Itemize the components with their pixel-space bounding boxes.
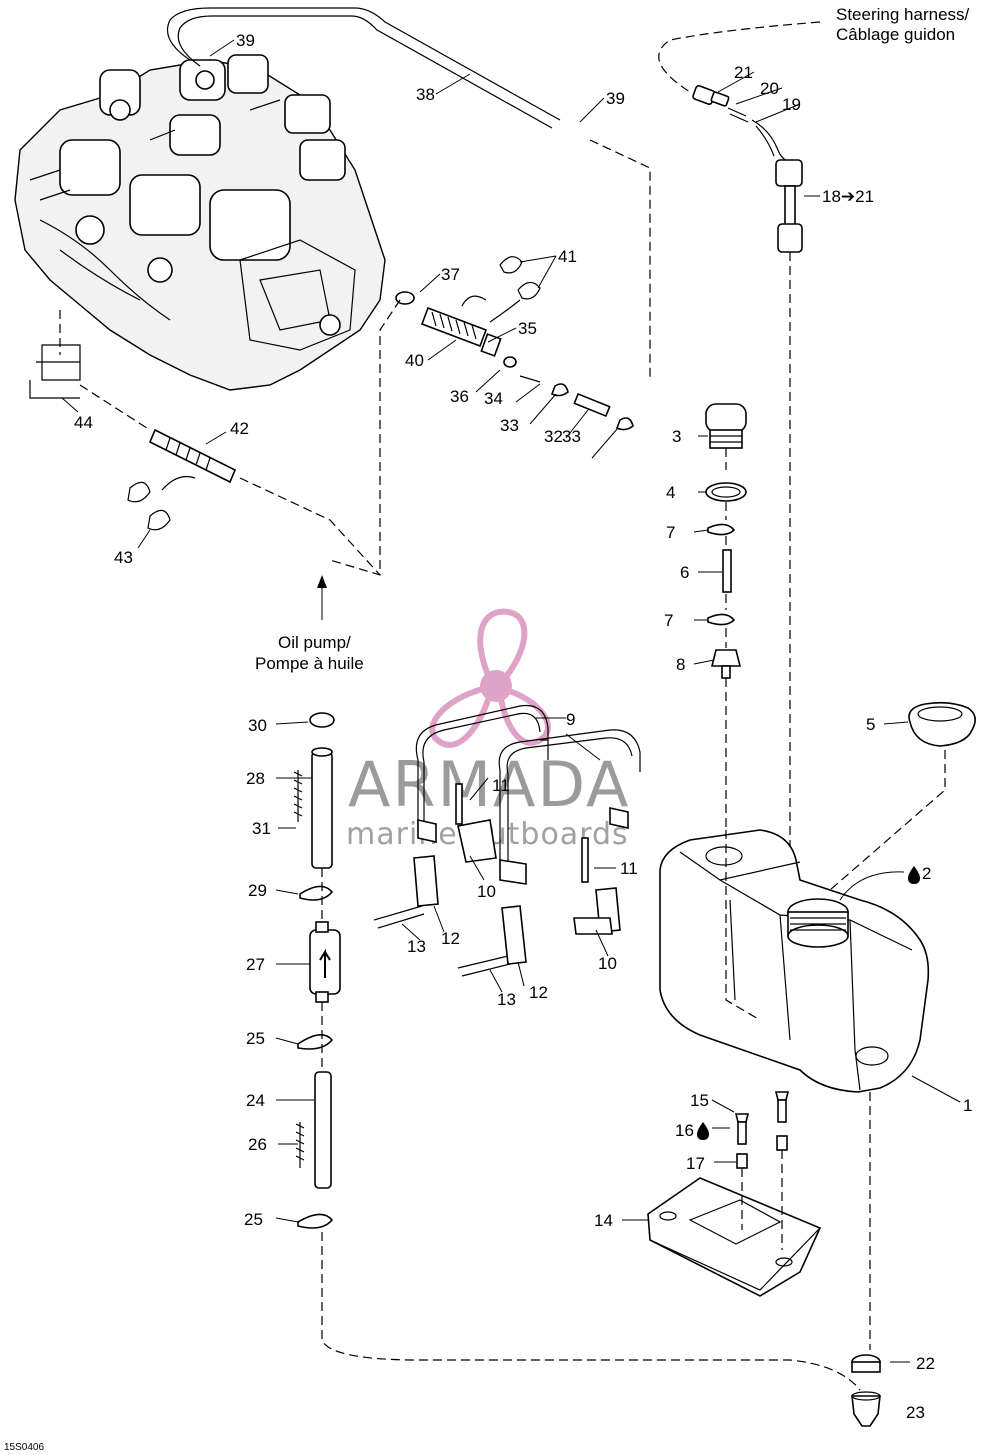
drawing-code: 15S0406 — [4, 1442, 44, 1453]
callout-17: 17 — [686, 1154, 705, 1173]
callout-1: 1 — [963, 1096, 972, 1115]
callout-33-left: 33 — [500, 416, 519, 435]
tank-mounting-pad — [647, 1091, 822, 1297]
callout-25-lower: 25 — [244, 1210, 263, 1229]
watermark-brand: ARMADA — [348, 748, 630, 821]
callout-12-right: 12 — [529, 983, 548, 1002]
callout-30: 30 — [248, 716, 267, 735]
callout-24: 24 — [246, 1091, 265, 1110]
callout-40: 40 — [405, 351, 424, 370]
callout-43: 43 — [114, 548, 133, 567]
hose-group-left — [29, 310, 381, 576]
tank-outlet-fitting — [851, 1354, 881, 1427]
callout-labels: 1 2 3 4 5 6 7 7 8 9 10 10 11 11 12 12 13… — [74, 31, 972, 1422]
callout-31: 31 — [252, 819, 271, 838]
callout-23: 23 — [906, 1403, 925, 1422]
callout-8: 8 — [676, 655, 685, 674]
oil-pump-caption-en: Oil pump/ — [278, 633, 351, 652]
callout-3: 3 — [672, 427, 681, 446]
oil-tank — [659, 829, 930, 1350]
callout-42: 42 — [230, 419, 249, 438]
callout-14: 14 — [594, 1211, 613, 1230]
callout-11-left: 11 — [492, 776, 510, 795]
oil-level-sensor-assembly — [658, 21, 821, 880]
callout-12-left: 12 — [441, 929, 460, 948]
callout-28: 28 — [246, 769, 265, 788]
callout-35: 35 — [518, 319, 537, 338]
callout-7-upper: 7 — [666, 523, 675, 542]
engine-illustration — [14, 54, 386, 391]
callout-21: 21 — [734, 63, 753, 82]
vent-hose-38 — [166, 7, 651, 380]
callout-18-21: 18➔21 — [822, 187, 874, 206]
callout-13-right: 13 — [497, 990, 516, 1009]
callout-11-right: 11 — [620, 859, 638, 878]
callout-25-upper: 25 — [246, 1029, 265, 1048]
propeller-logo-icon — [429, 608, 551, 748]
callout-leader-lines — [61, 39, 961, 1363]
callout-38: 38 — [416, 85, 435, 104]
callout-2: 2 — [922, 864, 931, 883]
oil-filler-cap — [829, 701, 976, 891]
oil-drop-icon-16 — [697, 1122, 709, 1140]
callout-15: 15 — [690, 1091, 709, 1110]
steering-harness-caption-en: Steering harness/ — [836, 5, 970, 24]
callout-39-right: 39 — [606, 89, 625, 108]
callout-13-left: 13 — [407, 937, 426, 956]
callout-19: 19 — [782, 95, 801, 114]
oil-pump-caption-fr: Pompe à huile — [255, 654, 364, 673]
callout-33-right: 33 — [562, 427, 581, 446]
callout-10-right: 10 — [598, 954, 617, 973]
tank-neck-parts — [705, 403, 747, 830]
callout-44: 44 — [74, 413, 93, 432]
callout-5: 5 — [866, 715, 875, 734]
tank-brackets — [373, 704, 641, 977]
hose-group-center — [329, 256, 634, 576]
steering-harness-caption-fr: Câblage guidon — [836, 25, 955, 44]
callout-37: 37 — [441, 265, 460, 284]
oil-pump-line — [293, 575, 861, 1391]
callout-39-left: 39 — [236, 31, 255, 50]
callout-26: 26 — [248, 1135, 267, 1154]
callout-29: 29 — [248, 881, 267, 900]
callout-36: 36 — [450, 387, 469, 406]
callout-9: 9 — [566, 710, 575, 729]
callout-41: 41 — [558, 247, 577, 266]
callout-20: 20 — [760, 79, 779, 98]
callout-22: 22 — [916, 1354, 935, 1373]
callout-6: 6 — [680, 563, 689, 582]
callout-27: 27 — [246, 955, 265, 974]
callout-4: 4 — [666, 483, 675, 502]
callout-16: 16 — [675, 1121, 694, 1140]
watermark: ARMADA marine outboards — [346, 608, 630, 852]
callout-7-lower: 7 — [664, 611, 673, 630]
callout-34: 34 — [484, 389, 503, 408]
callout-10-left: 10 — [477, 882, 496, 901]
oil-drop-icon — [908, 866, 920, 884]
callout-32: 32 — [544, 427, 563, 446]
